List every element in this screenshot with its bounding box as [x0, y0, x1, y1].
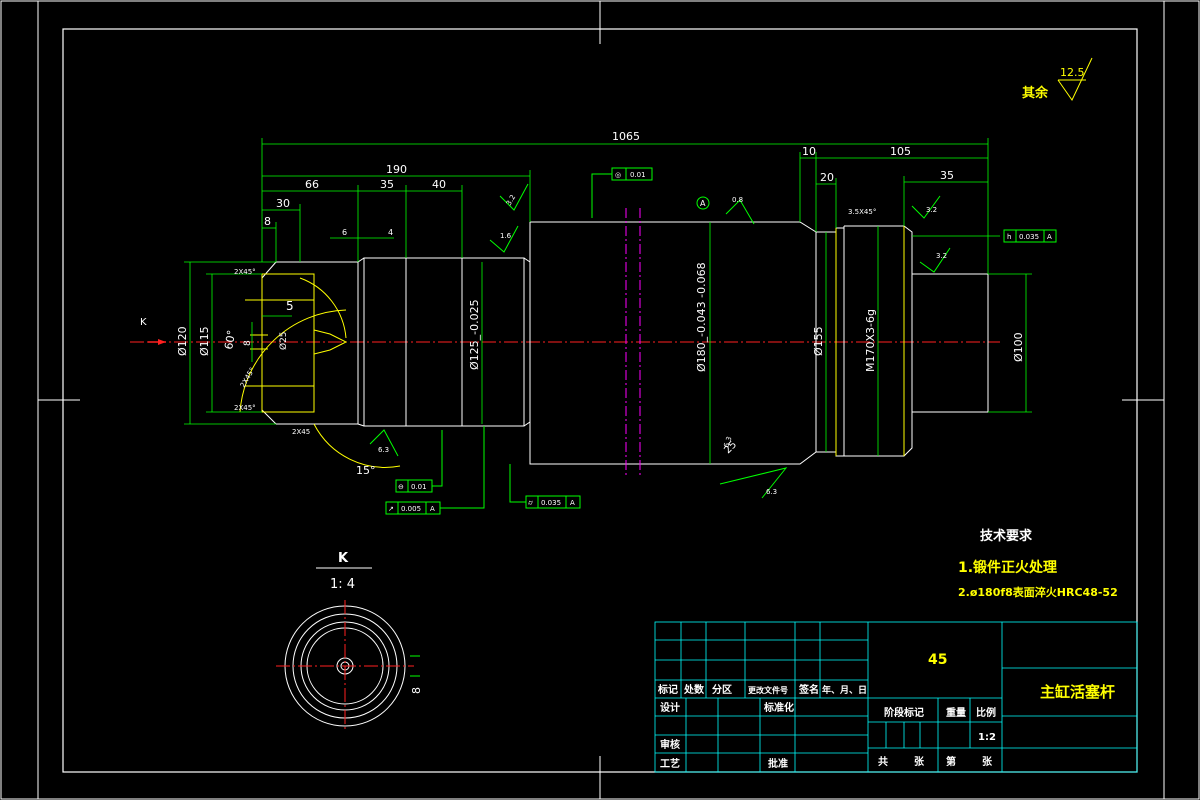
tb-scale-label: 比例 [976, 706, 996, 719]
rough-3: 6.3 [378, 446, 389, 454]
tol-5-datum: A [1047, 233, 1052, 241]
left-end-detail [239, 226, 905, 468]
tol-2-symbol: ⌭ [528, 499, 533, 507]
tb-weight: 重量 [946, 706, 966, 719]
dim-dia-25: Ø25 [278, 331, 289, 350]
tol-2-datum: A [570, 499, 575, 507]
tol-2-value: 0.035 [541, 499, 561, 507]
tol-1-value: 0.01 [630, 171, 646, 179]
tol-4-value: 0.005 [401, 505, 421, 513]
chamfer-1: 2X45° [234, 268, 256, 276]
tb-col-3: 分区 [712, 683, 732, 696]
tb-standardize: 标准化 [763, 701, 794, 714]
tb-col-5: 签名 [798, 683, 819, 696]
tb-sheet-2: 张 [914, 755, 925, 768]
dim-10: 10 [802, 145, 816, 158]
tb-process: 工艺 [660, 757, 680, 770]
dim-dia-115: Ø115 [198, 326, 211, 356]
section-view-k: K 1: 4 8 [276, 551, 423, 732]
tech-item-2: 2.ø180f8表面淬火HRC48-52 [958, 585, 1118, 599]
tb-col-4: 更改文件号 [748, 685, 788, 695]
rough-1: 3.2 [505, 193, 517, 207]
dim-total-length: 1065 [612, 130, 640, 143]
dimension-texts: 1065 190 66 35 40 30 8 6 4 10 105 20 35 … [176, 130, 1025, 372]
tol-1-symbol: ◎ [615, 171, 621, 179]
tb-col-2: 处数 [683, 683, 705, 696]
rough-6: 3.2 [936, 252, 947, 260]
section-scale: 1: 4 [330, 577, 355, 592]
view-arrow-k: K [140, 317, 166, 345]
section-title: K [338, 551, 349, 566]
tolerance-frames: ◎ 0.01 ⌭ 0.035 A ⊖ 0.01 ↗ 0.005 A h 0.03… [385, 167, 1057, 515]
dim-35a: 35 [380, 178, 394, 191]
dim-66: 66 [305, 178, 319, 191]
tb-approve: 批准 [768, 757, 788, 770]
dim-dia-100: Ø100 [1012, 332, 1025, 362]
dimension-lines [184, 138, 1032, 464]
dim-angle-60: 60° [222, 329, 238, 350]
dim-40: 40 [432, 178, 446, 191]
chamfer-5: 2X45 [292, 428, 310, 436]
tol-3-symbol: ⊖ [398, 483, 404, 491]
tol-4-datum: A [430, 505, 435, 513]
chamfer-4: 3.5X45° [848, 208, 876, 216]
dim-thread: M170X3-6g [864, 309, 877, 372]
rough-4: 0.8 [732, 196, 743, 204]
dim-5: 5 [286, 299, 294, 313]
angle-15: 15° [356, 464, 376, 477]
tech-item-1: 1.锻件正火处理 [958, 559, 1057, 576]
tb-sheet-4: 张 [982, 755, 993, 768]
rough-8: 6.3 [722, 435, 733, 448]
tb-col-1: 标记 [657, 683, 678, 696]
tb-part-name: 主缸活塞杆 [1040, 683, 1115, 701]
dim-4: 4 [388, 228, 393, 237]
title-block [654, 621, 1138, 773]
dim-6: 6 [342, 228, 347, 237]
tb-review: 审核 [660, 738, 680, 751]
tol-3-value: 0.01 [411, 483, 427, 491]
tb-scale-value: 1:2 [978, 732, 996, 743]
tol-5-symbol: h [1007, 233, 1011, 241]
dim-dia-180: Ø180_-0.043 -0.068 [695, 262, 708, 372]
tb-sheet-3: 第 [946, 755, 956, 768]
tol-4-symbol: ↗ [388, 505, 394, 513]
dim-8b: 8 [243, 340, 253, 346]
chamfer-2: 2X45° [234, 404, 256, 412]
dim-8a: 8 [264, 215, 271, 228]
tech-requirements: 技术要求 1.锻件正火处理 2.ø180f8表面淬火HRC48-52 [958, 528, 1118, 599]
tb-design: 设计 [660, 701, 680, 714]
dim-dia-125: Ø125_-0.025 [468, 299, 481, 370]
dim-dia-155: Ø155 [812, 326, 825, 356]
surface-finish-note: 其余 12.5 [1022, 57, 1093, 101]
part-outline [261, 221, 989, 465]
dim-35b: 35 [940, 169, 954, 182]
view-arrow-label: K [140, 317, 147, 328]
tech-heading: 技术要求 [980, 528, 1033, 544]
break-marks [625, 208, 641, 476]
rough-7: 6.3 [766, 488, 777, 496]
tol-5-value: 0.035 [1019, 233, 1039, 241]
tb-col-6: 年、月、日 [822, 684, 867, 696]
dim-20: 20 [820, 171, 834, 184]
rough-2: 1.6 [500, 232, 512, 240]
dim-105: 105 [890, 145, 911, 158]
roughness-symbols: 3.2 1.6 6.3 0.8 3.2 3.2 6.3 6.3 [369, 183, 951, 499]
rough-5: 3.2 [926, 206, 937, 214]
tb-sheet-1: 共 [878, 755, 888, 768]
surface-rest-label: 其余 [1022, 85, 1049, 101]
datum-a: A [700, 199, 706, 208]
tb-stage-mark: 阶段标记 [884, 706, 924, 719]
tb-material: 45 [928, 652, 947, 668]
section-dim: 8 [410, 687, 423, 694]
surface-rest-value: 12.5 [1060, 66, 1085, 79]
dim-dia-120: Ø120 [176, 326, 189, 356]
dim-30: 30 [276, 197, 290, 210]
dim-190: 190 [386, 163, 407, 176]
title-block-text: 45 主缸活塞杆 标记 处数 分区 更改文件号 签名 年、月、日 设计 标准化 … [657, 652, 1115, 770]
small-labels: 2X45° 2X45° 2X45° 3.5X45° 2X45 15° 25 A [234, 196, 876, 477]
